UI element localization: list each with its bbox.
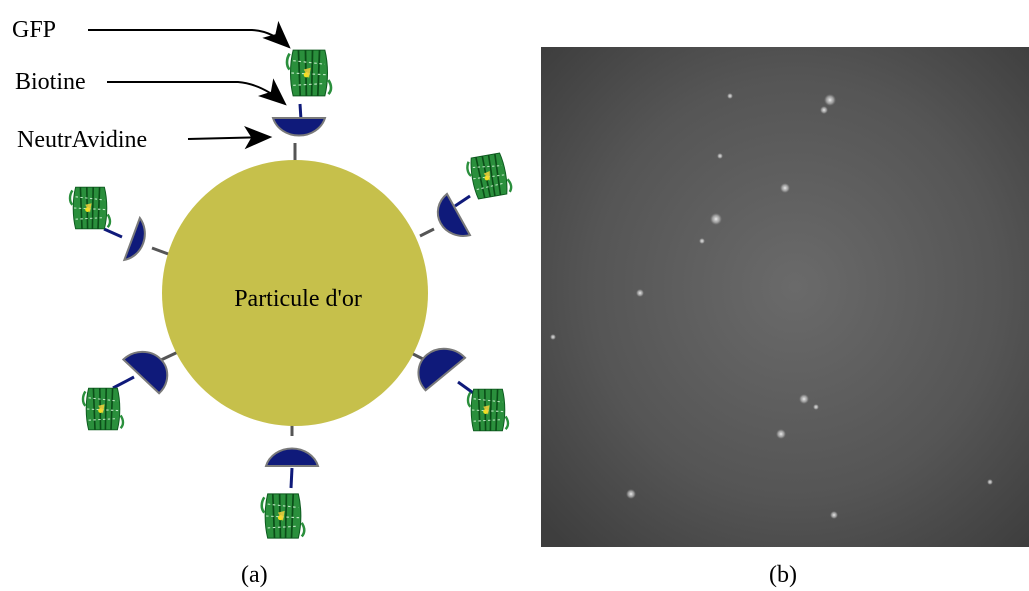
panel-a-diagram: Particule d'or bbox=[12, 17, 514, 540]
fluorescent-spot bbox=[626, 489, 636, 499]
gfp-unit-lower-right bbox=[417, 347, 510, 432]
gfp-unit-upper-right bbox=[436, 150, 514, 237]
fluorescent-spot bbox=[776, 429, 786, 439]
neutravidin-lower-right bbox=[417, 347, 467, 392]
caption-a: (a) bbox=[241, 562, 268, 588]
fluorescent-spot bbox=[710, 213, 722, 225]
fluorescent-spot bbox=[699, 238, 705, 244]
fluorescent-spot bbox=[636, 289, 644, 297]
gfp-icon bbox=[285, 48, 333, 98]
gfp-icon bbox=[260, 492, 306, 540]
particle-label: Particule d'or bbox=[234, 286, 362, 312]
biotine-arrow bbox=[107, 78, 287, 106]
fluorescent-spots bbox=[550, 93, 993, 519]
gfp-icon bbox=[466, 388, 510, 432]
fluorescent-spot bbox=[780, 183, 790, 193]
gfp-icon bbox=[464, 150, 514, 202]
gfp-icon bbox=[81, 387, 125, 431]
gfp-arrow bbox=[88, 20, 291, 49]
fluorescent-spot bbox=[727, 93, 733, 99]
fluorescent-spot bbox=[813, 404, 819, 410]
fluorescent-spot bbox=[799, 394, 809, 404]
gfp-label: GFP bbox=[12, 17, 56, 43]
gfp-unit-lower-left bbox=[81, 350, 169, 431]
fluorescent-spot bbox=[987, 479, 993, 485]
fluorescent-spot bbox=[550, 334, 556, 340]
fluorescent-spot bbox=[830, 511, 838, 519]
gfp-unit-upper-left bbox=[68, 185, 146, 262]
gfp-unit-top bbox=[271, 48, 333, 137]
gfp-unit-bottom bbox=[260, 447, 320, 540]
gfp-icon bbox=[68, 185, 112, 231]
panel-b-micrograph bbox=[541, 47, 1029, 547]
neutravidin-lower-left bbox=[121, 350, 169, 395]
gold-particle bbox=[162, 160, 428, 426]
micrograph-background bbox=[541, 47, 1029, 547]
biotine-label: Biotine bbox=[15, 69, 86, 95]
neutravidin-upper-right bbox=[436, 192, 472, 237]
neutravidin-top bbox=[271, 117, 327, 137]
neutravidin-upper-left bbox=[122, 215, 146, 262]
neutravidine-arrow bbox=[187, 125, 273, 150]
neutravidine-label: NeutrAvidine bbox=[17, 127, 147, 153]
fluorescent-spot bbox=[824, 94, 836, 106]
neutravidin-bottom bbox=[264, 447, 320, 467]
caption-b: (b) bbox=[769, 562, 797, 588]
fluorescent-spot bbox=[820, 106, 828, 114]
fluorescent-spot bbox=[717, 153, 723, 159]
